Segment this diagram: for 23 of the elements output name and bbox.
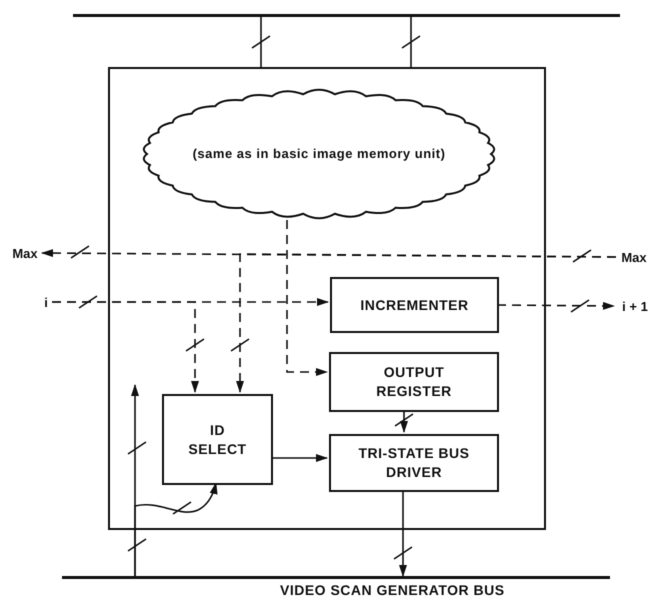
process-box — [329, 434, 499, 492]
connector-arrow — [400, 410, 408, 433]
unit-box — [108, 67, 546, 530]
signal-label: i + 1 — [622, 298, 648, 314]
connector-arrow — [271, 454, 328, 462]
bus-line — [73, 14, 620, 17]
box-label: OUTPUT REGISTER — [375, 363, 453, 401]
cloud-text: (same as in basic image memory unit) — [192, 145, 446, 163]
box-label: ID SELECT — [187, 420, 248, 458]
process-box — [330, 277, 499, 333]
box-label: TRI-STATE BUS DRIVER — [358, 444, 470, 482]
process-box — [162, 394, 273, 485]
signal-label: i — [44, 294, 48, 310]
box-label: INCREMENTER — [359, 296, 470, 314]
dashed-arrow — [497, 302, 615, 310]
connector-arrow — [399, 490, 407, 577]
signal-label: Max — [12, 246, 38, 260]
dashed-arrow — [236, 253, 616, 393]
dashed-arrow — [52, 301, 199, 393]
bus-label: VIDEO SCAN GENERATOR BUS — [280, 582, 505, 598]
dashed-arrow — [286, 220, 328, 376]
signal-label: Max — [621, 250, 647, 264]
process-box — [329, 352, 499, 412]
